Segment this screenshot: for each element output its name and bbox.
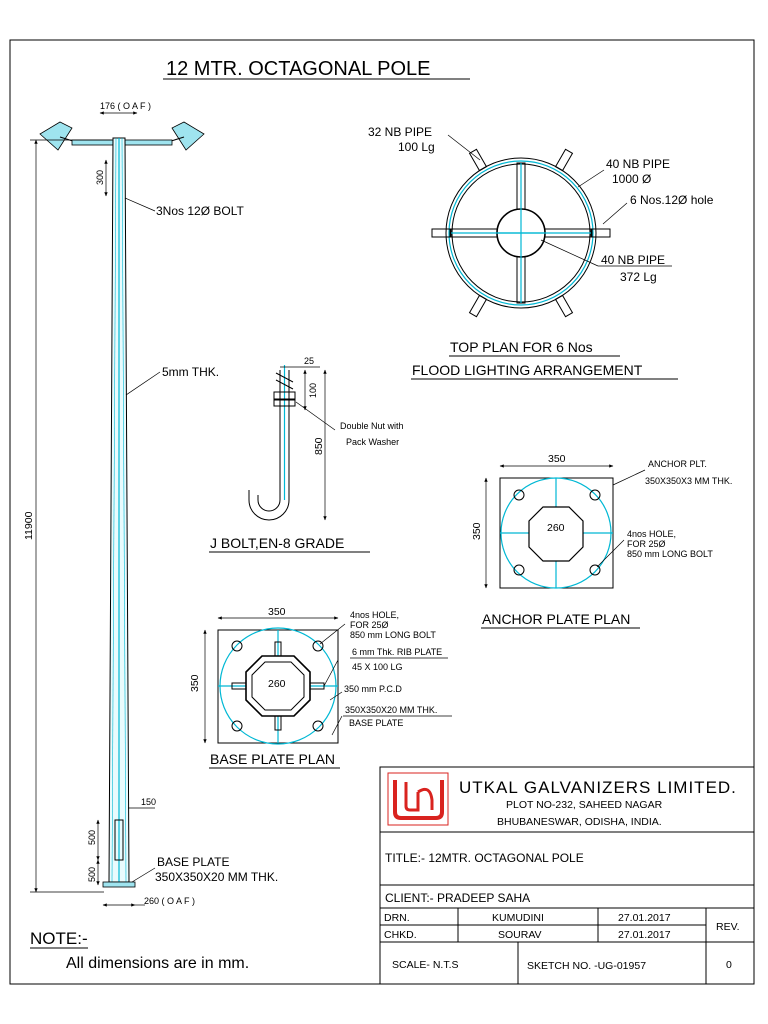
j-bolt-thread: 100 xyxy=(308,383,318,398)
anchor-hole-2: FOR 25Ø xyxy=(627,539,666,549)
pole-door-width: 150 xyxy=(141,797,156,807)
drn-date: 27.01.2017 xyxy=(618,912,671,924)
rev-value: 0 xyxy=(726,959,732,971)
j-bolt: 25 100 850 Double Nut with Pack Washer J… xyxy=(209,356,404,553)
top-caption-1: TOP PLAN FOR 6 Nos xyxy=(450,339,593,355)
pole-base-plate xyxy=(102,881,136,888)
anchor-caption: ANCHOR PLATE PLAN xyxy=(482,611,630,627)
pole-top-width: 176 ( O A F ) xyxy=(100,101,151,111)
top-pipe40b-l1: 40 NB PIPE xyxy=(601,253,665,267)
base-inner: 260 xyxy=(268,678,286,690)
top-pipe40b-l2: 372 Lg xyxy=(620,270,657,284)
flood-light-right-icon xyxy=(167,121,205,151)
base-rib-2: 45 X 100 LG xyxy=(352,662,403,672)
top-pipe40a-l1: 40 NB PIPE xyxy=(606,157,670,171)
base-hole-1: 4nos HOLE, xyxy=(350,610,399,620)
pole-height: 11900 xyxy=(23,511,35,540)
note-text: All dimensions are in mm. xyxy=(66,955,249,972)
anchor-note-2: 350X350X3 MM THK. xyxy=(645,476,732,486)
drn-label: DRN. xyxy=(384,912,410,924)
top-caption-2: FLOOD LIGHTING ARRANGEMENT xyxy=(412,362,643,378)
pole-base-label-1: BASE PLATE xyxy=(157,855,229,869)
j-bolt-nut-note-2: Pack Washer xyxy=(346,437,399,447)
client-field: CLIENT:- PRADEEP SAHA xyxy=(385,891,530,905)
j-bolt-caption: J BOLT,EN-8 GRADE xyxy=(210,535,344,551)
base-pcd: 350 mm P.C.D xyxy=(344,684,402,694)
base-octagon-outer xyxy=(245,655,311,717)
anchor-octagon xyxy=(528,506,584,562)
flood-light-left-icon xyxy=(39,121,77,151)
pole-thickness-note: 5mm THK. xyxy=(162,365,219,379)
j-bolt-nut-note-1: Double Nut with xyxy=(340,421,404,431)
company-address-2: BHUBANESWAR, ODISHA, INDIA. xyxy=(497,816,662,828)
base-plate-2: BASE PLATE xyxy=(349,718,403,728)
pole-base-label-2: 350X350X20 MM THK. xyxy=(155,870,278,884)
company-name: UTKAL GALVANIZERS LIMITED. xyxy=(459,778,737,797)
drn-name: KUMUDINI xyxy=(492,912,544,924)
drawing-title: 12 MTR. OCTAGONAL POLE xyxy=(166,58,431,80)
scale-field: SCALE- N.T.S xyxy=(392,959,459,971)
chkd-date: 27.01.2017 xyxy=(618,929,671,941)
base-rib-1: 6 mm Thk. RIB PLATE xyxy=(352,647,442,657)
top-pipe32-l2: 100 Lg xyxy=(398,140,435,154)
base-hole-3: 850 mm LONG BOLT xyxy=(350,630,436,640)
company-address-1: PLOT NO-232, SAHEED NAGAR xyxy=(506,799,663,811)
j-bolt-body xyxy=(257,370,281,512)
anchor-hole-1: 4nos HOLE, xyxy=(627,529,676,539)
top-plan: 32 NB PIPE 100 Lg 40 NB PIPE 1000 Ø 6 No… xyxy=(368,125,714,380)
base-plate-plan: 260 350 350 4nos HOLE, FOR 25Ø 850 mm LO… xyxy=(189,606,452,769)
anchor-plate-plan: 260 350 350 ANCHOR PLT. 350X350X3 MM THK… xyxy=(471,453,732,629)
j-bolt-width: 25 xyxy=(304,356,314,366)
pole-door-height-1: 500 xyxy=(87,830,97,845)
base-hole-2: FOR 25Ø xyxy=(350,620,389,630)
pole-top-offset: 300 xyxy=(95,170,105,185)
pole-bottom-width: 260 ( O A F ) xyxy=(144,896,195,906)
anchor-hole-3: 850 mm LONG BOLT xyxy=(627,549,713,559)
drawing-title-field: TITLE:- 12MTR. OCTAGONAL POLE xyxy=(385,851,584,865)
anchor-width: 350 xyxy=(548,453,566,465)
top-pipe40a-l2: 1000 Ø xyxy=(612,172,651,186)
pole-elevation: 176 ( O A F ) 300 3Nos 12Ø BOLT 5mm THK.… xyxy=(23,101,278,907)
sketch-number: SKETCH NO. -UG-01957 xyxy=(527,960,646,972)
ring-outer xyxy=(445,157,597,309)
chkd-label: CHKD. xyxy=(384,929,417,941)
pole-bolt-note: 3Nos 12Ø BOLT xyxy=(156,204,244,218)
base-width: 350 xyxy=(268,606,286,618)
note-heading: NOTE:- xyxy=(30,929,88,948)
j-bolt-nut xyxy=(273,391,296,400)
top-pipe32-l1: 32 NB PIPE xyxy=(368,125,432,139)
pole-door xyxy=(114,819,124,861)
anchor-note-1: ANCHOR PLT. xyxy=(648,459,707,469)
base-height: 350 xyxy=(189,674,201,692)
pole-door-height-2: 500 xyxy=(87,867,97,882)
rev-label: REV. xyxy=(716,921,740,933)
company-logo-icon xyxy=(387,772,449,826)
anchor-height: 350 xyxy=(471,522,483,540)
base-caption: BASE PLATE PLAN xyxy=(210,751,335,767)
anchor-inner: 260 xyxy=(547,522,565,534)
chkd-name: SOURAV xyxy=(498,929,542,941)
base-plate-1: 350X350X20 MM THK. xyxy=(345,705,437,715)
title-block: UTKAL GALVANIZERS LIMITED. PLOT NO-232, … xyxy=(379,766,755,985)
top-hole-note: 6 Nos.12Ø hole xyxy=(630,193,714,207)
j-bolt-length: 850 xyxy=(313,437,325,455)
